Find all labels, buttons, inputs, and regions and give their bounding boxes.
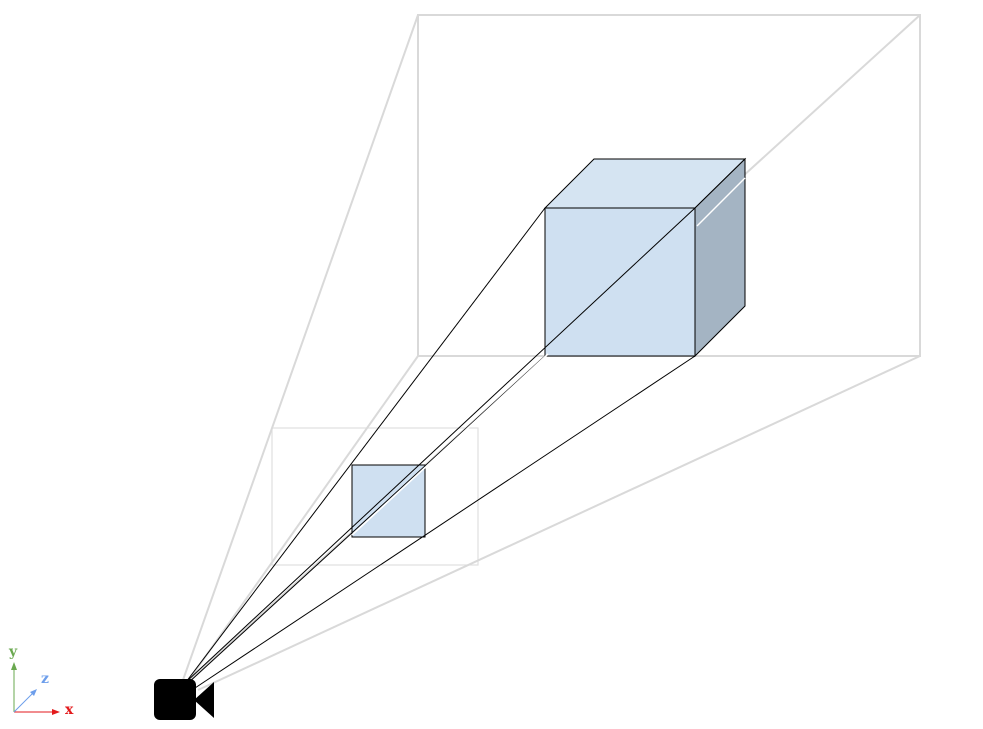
projection-line-top-right xyxy=(185,207,696,683)
z-axis-arrowhead xyxy=(30,689,37,696)
y-axis-label: y xyxy=(8,644,18,660)
camera-body xyxy=(154,679,196,720)
cube-object xyxy=(543,157,747,358)
near-plane xyxy=(271,427,479,566)
center-far-accent xyxy=(696,177,746,227)
projection-line-bottom-left xyxy=(186,355,546,685)
projection-line-top-left xyxy=(185,207,546,683)
x-axis-arrowhead xyxy=(52,709,60,715)
frustum-edge-bottom-left xyxy=(185,355,419,685)
frustum-edge-bottom-right xyxy=(197,355,921,691)
z-axis-label: z xyxy=(41,671,49,687)
frustum-edge-top-left xyxy=(182,14,419,681)
x-axis-label: x xyxy=(65,702,74,718)
camera-lens xyxy=(194,682,214,718)
z-axis-line xyxy=(13,691,35,713)
projection-line-bottom-right xyxy=(194,355,696,689)
video-camera-icon xyxy=(154,679,214,720)
y-axis-arrowhead xyxy=(11,662,17,670)
center-accent-line xyxy=(351,353,549,536)
cube-front-face xyxy=(544,207,696,357)
near-plane-rect xyxy=(271,427,479,566)
axis-gizmo: y x z xyxy=(8,644,74,718)
projection-lines xyxy=(185,207,696,689)
